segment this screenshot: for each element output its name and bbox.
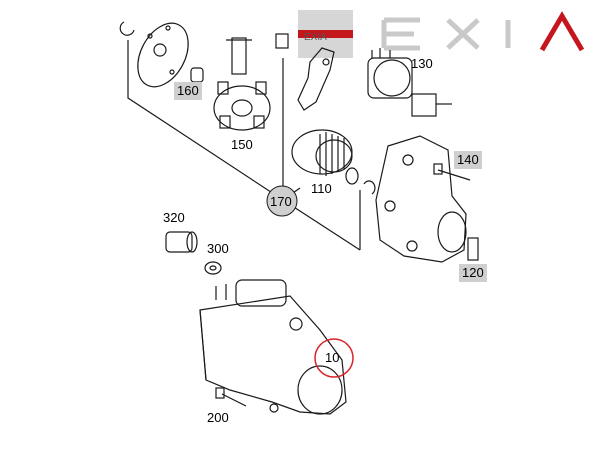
end-plate xyxy=(137,22,189,88)
callout-circle-170 xyxy=(266,185,298,217)
callout-200: 200 xyxy=(207,410,229,425)
washer xyxy=(204,261,222,275)
bushing xyxy=(190,67,204,83)
highlight-circle xyxy=(314,338,354,378)
callout-130: 130 xyxy=(411,56,433,71)
clip xyxy=(275,33,289,49)
callout-150: 150 xyxy=(231,137,253,152)
mounting-bolt xyxy=(215,387,247,407)
sleeve xyxy=(165,231,198,253)
bolt xyxy=(437,169,471,181)
callout-140: 140 xyxy=(454,151,482,169)
svg-text:EXIA: EXIA xyxy=(304,32,327,43)
callout-120: 120 xyxy=(459,264,487,282)
leader-line xyxy=(282,199,361,251)
drive-end-housing xyxy=(375,135,467,263)
callout-170: 170 xyxy=(270,194,292,209)
o-ring xyxy=(345,167,359,185)
callout-160: 160 xyxy=(174,82,202,100)
leader-line xyxy=(127,40,284,201)
retaining-clip xyxy=(363,180,376,195)
starter-motor-assembly xyxy=(199,279,347,415)
shift-fork xyxy=(297,47,335,111)
callout-10: 10 xyxy=(325,350,340,365)
callout-110: 110 xyxy=(311,181,332,196)
snap-ring xyxy=(119,21,135,36)
plug xyxy=(467,237,479,261)
pinion-drive xyxy=(291,129,353,176)
callout-300: 300 xyxy=(207,241,229,256)
callout-320: 320 xyxy=(163,210,185,225)
brush-holder xyxy=(213,37,271,131)
solenoid xyxy=(367,48,452,117)
exia-logo: EXIA xyxy=(298,10,585,58)
